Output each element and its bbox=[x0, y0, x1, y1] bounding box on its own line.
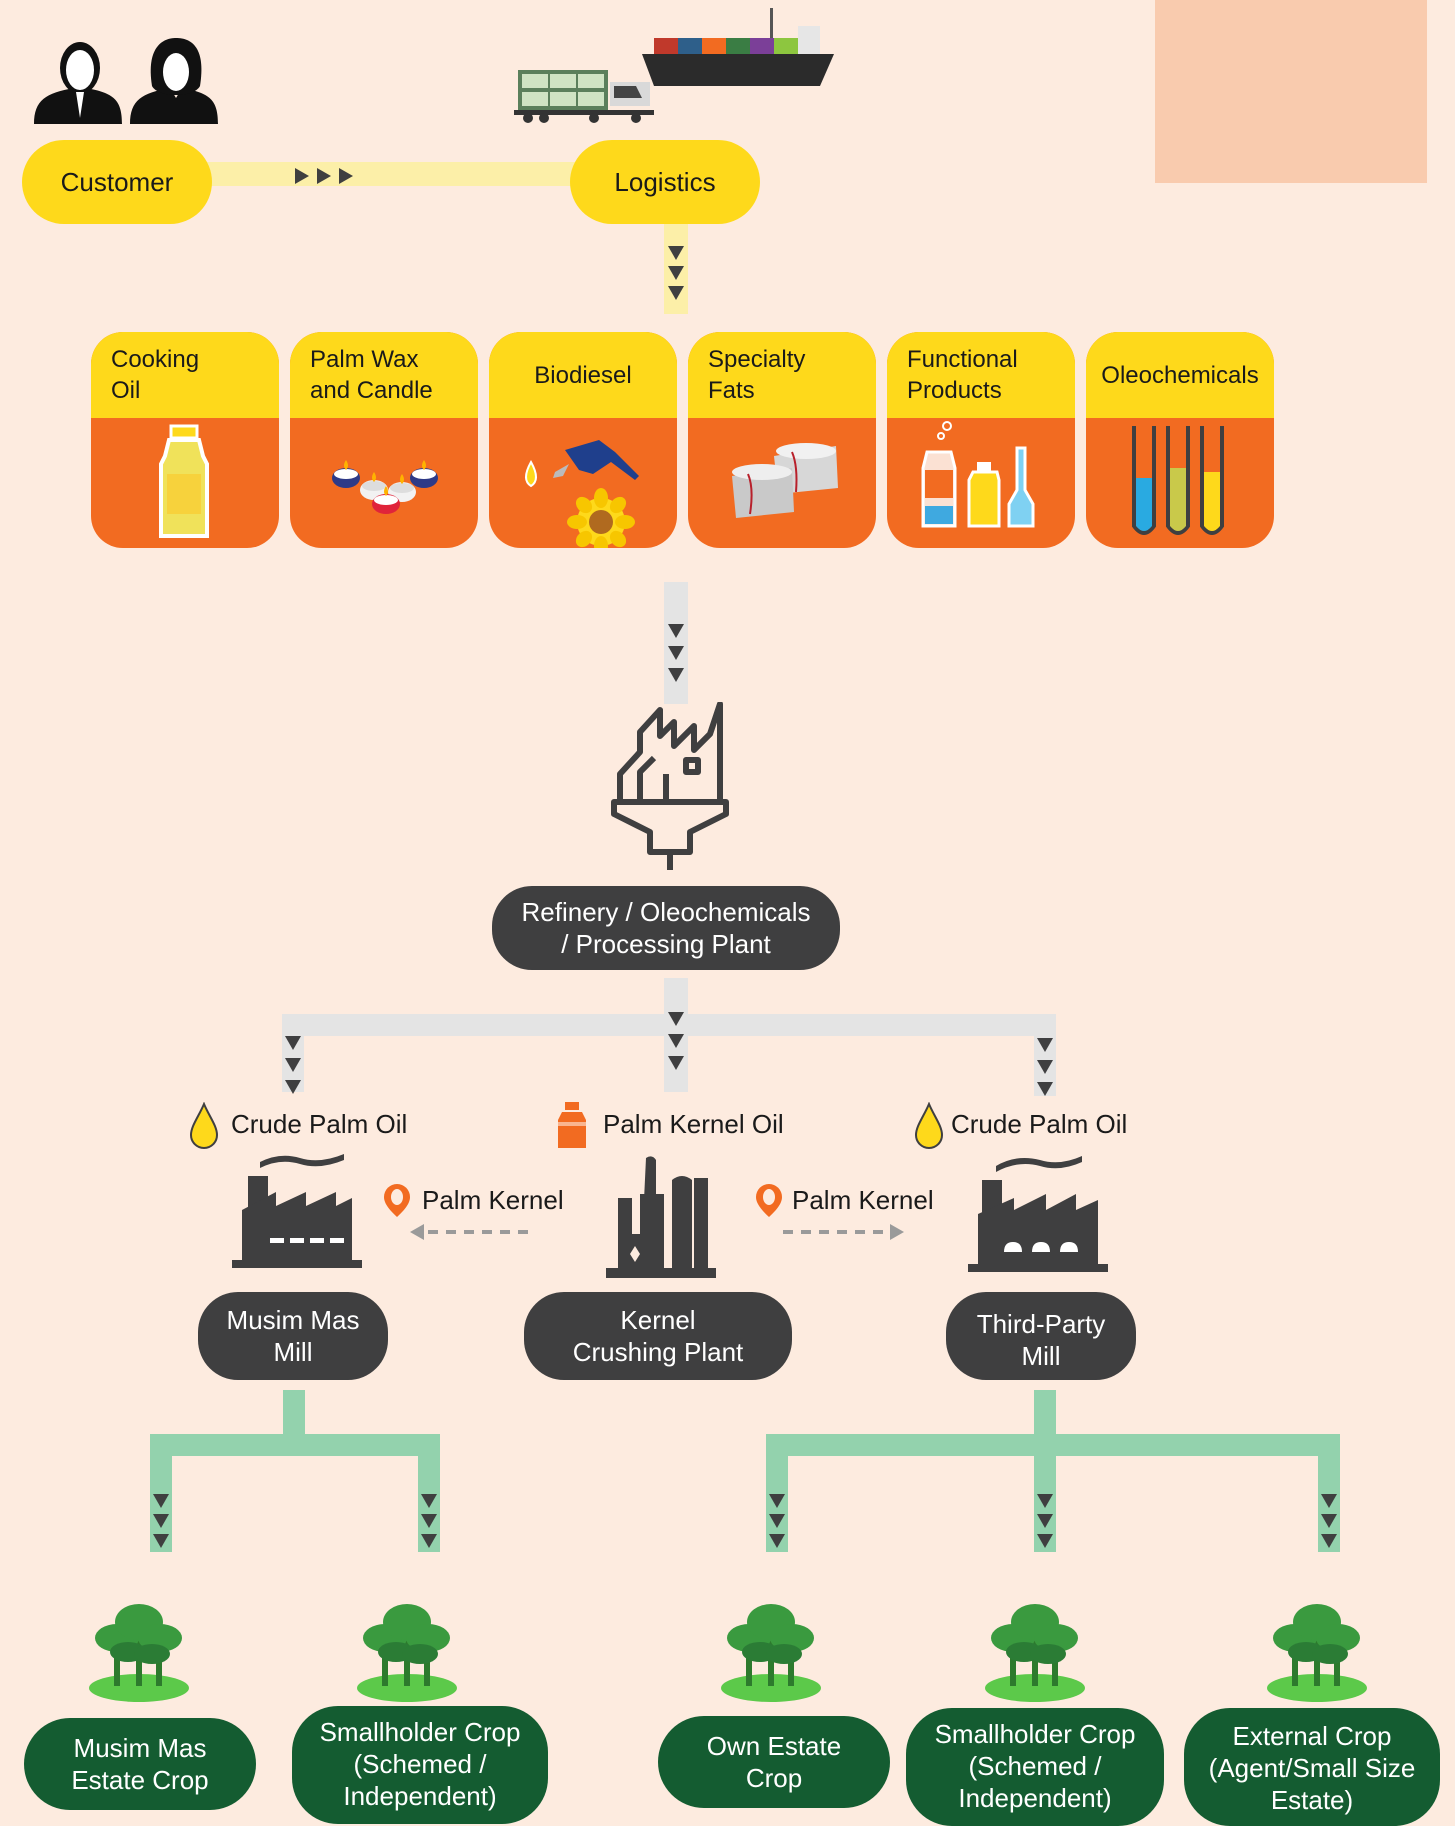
product-card-functional-products: Functional Products bbox=[887, 332, 1075, 548]
logistics-ship-truck-icon bbox=[514, 8, 834, 123]
fuel-nozzle-sunflower-icon bbox=[525, 440, 639, 548]
product-label: Oleochemicals bbox=[1086, 332, 1274, 418]
crop-pill-smallholder-right: Smallholder Crop (Schemed / Independent) bbox=[906, 1708, 1164, 1826]
oil-drop-icon bbox=[189, 1102, 219, 1149]
oil-drop-icon bbox=[914, 1102, 944, 1149]
test-tubes-icon bbox=[1132, 426, 1224, 535]
palm-kernel-label-left: Palm Kernel bbox=[422, 1185, 564, 1215]
third-party-mill-pill: Third-Party Mill bbox=[946, 1292, 1136, 1380]
crop-line1: Own Estate bbox=[706, 1731, 842, 1761]
product-card-palm-wax-candle: Palm Wax and Candle bbox=[290, 332, 478, 548]
crop-line1: Musim Mas bbox=[73, 1733, 207, 1763]
product-label: Palm Wax and Candle bbox=[290, 332, 478, 418]
product-containers-icon bbox=[921, 421, 1035, 528]
crop-line2: (Agent/Small Size bbox=[1208, 1753, 1416, 1783]
palm-kernel-label-right: Palm Kernel bbox=[792, 1185, 934, 1215]
palm-trees-icon bbox=[89, 1604, 189, 1702]
refinery-label-line2: / Processing Plant bbox=[561, 929, 771, 959]
palm-kernel-icon bbox=[384, 1184, 410, 1217]
customer-pill: Customer bbox=[22, 140, 212, 224]
oil-bottle-icon bbox=[558, 1102, 586, 1148]
third-mill-line1: Third-Party bbox=[976, 1309, 1106, 1339]
customer-label: Customer bbox=[60, 166, 174, 197]
crop-line3: Independent) bbox=[343, 1781, 497, 1811]
product-label: Specialty Fats bbox=[688, 332, 876, 418]
crop-line2: (Schemed / bbox=[968, 1751, 1102, 1781]
palm-kernel-icon bbox=[756, 1184, 782, 1217]
kernel-crushing-plant-icon bbox=[606, 1156, 716, 1278]
crop-line1: External Crop bbox=[1232, 1721, 1392, 1751]
musim-mill-line2: Mill bbox=[273, 1337, 313, 1367]
musim-mill-line1: Musim Mas bbox=[226, 1305, 360, 1335]
factory-icon bbox=[968, 1156, 1108, 1272]
palm-kernel-oil-label: Palm Kernel Oil bbox=[603, 1109, 784, 1139]
kernel-crushing-plant-pill: Kernel Crushing Plant bbox=[524, 1292, 792, 1380]
third-mill-line2: Mill bbox=[1021, 1341, 1061, 1371]
customer-people-icon bbox=[34, 38, 218, 124]
candles-icon bbox=[332, 460, 438, 514]
crop-line3: Estate) bbox=[1270, 1785, 1354, 1815]
palm-trees-icon bbox=[985, 1604, 1085, 1702]
kernel-plant-line2: Crushing Plant bbox=[572, 1337, 744, 1367]
product-card-oleochemicals: Oleochemicals bbox=[1086, 332, 1274, 548]
fat-blocks-icon bbox=[732, 443, 838, 518]
palm-trees-icon bbox=[721, 1604, 821, 1702]
crop-pill-smallholder-left: Smallholder Crop (Schemed / Independent) bbox=[292, 1706, 548, 1824]
refinery-label-line1: Refinery / Oleochemicals bbox=[521, 897, 811, 927]
crop-line2: Estate Crop bbox=[71, 1765, 209, 1795]
crude-palm-oil-label-left: Crude Palm Oil bbox=[231, 1109, 408, 1139]
product-label: Functional Products bbox=[887, 332, 1075, 418]
factory-icon bbox=[232, 1154, 362, 1268]
crop-pill-external: External Crop (Agent/Small Size Estate) bbox=[1184, 1708, 1440, 1826]
refinery-plant-icon bbox=[611, 702, 729, 870]
crop-line3: Independent) bbox=[958, 1783, 1112, 1813]
crop-line1: Smallholder Crop bbox=[319, 1717, 521, 1747]
logistics-label: Logistics bbox=[614, 166, 716, 197]
product-label: Cooking Oil bbox=[91, 332, 279, 418]
musim-mas-mill-pill: Musim Mas Mill bbox=[198, 1292, 388, 1380]
crop-pill-musim-mas-estate: Musim Mas Estate Crop bbox=[24, 1718, 256, 1810]
logistics-pill: Logistics bbox=[570, 140, 760, 224]
crop-line1: Smallholder Crop bbox=[934, 1719, 1136, 1749]
product-card-specialty-fats: Specialty Fats bbox=[688, 332, 876, 548]
product-card-biodiesel: Biodiesel bbox=[489, 332, 677, 548]
refinery-pill: Refinery / Oleochemicals / Processing Pl… bbox=[492, 886, 840, 970]
product-card-cooking-oil: Cooking Oil bbox=[91, 332, 279, 548]
corner-block bbox=[1155, 0, 1427, 183]
crude-palm-oil-label-right: Crude Palm Oil bbox=[951, 1109, 1128, 1139]
cooking-oil-bottle-icon bbox=[159, 424, 209, 538]
palm-trees-icon bbox=[1267, 1604, 1367, 1702]
crop-line2: Crop bbox=[745, 1763, 803, 1793]
palm-trees-icon bbox=[357, 1604, 457, 1702]
kernel-plant-line1: Kernel bbox=[620, 1305, 696, 1335]
crop-line2: (Schemed / bbox=[353, 1749, 487, 1779]
crop-pill-own-estate: Own Estate Crop bbox=[658, 1716, 890, 1808]
product-label: Biodiesel bbox=[489, 332, 677, 418]
